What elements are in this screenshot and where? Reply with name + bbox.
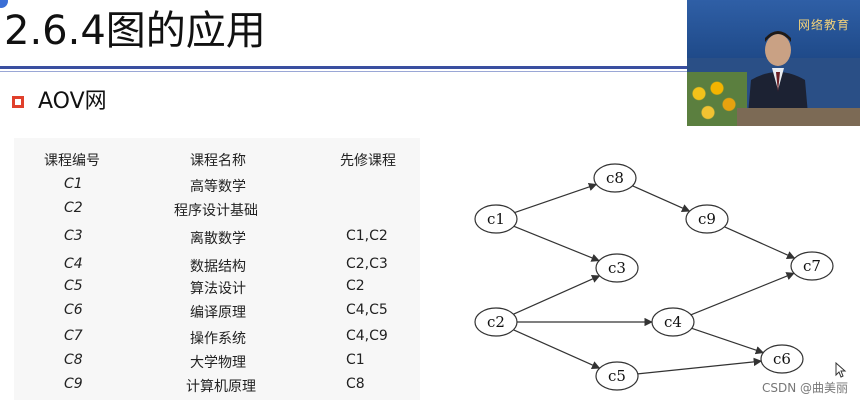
- node-c9: c9: [685, 204, 729, 234]
- course-code-cell: C1: [64, 176, 83, 192]
- mouse-cursor-icon: [835, 362, 847, 378]
- prerequisite-cell: C4,C9: [346, 328, 388, 344]
- course-name-cell: 离散数学: [190, 231, 246, 247]
- section-subtitle: AOV网: [38, 89, 107, 114]
- bullet-square-icon: [12, 96, 24, 108]
- edge-c5-c6: [637, 357, 763, 375]
- edge-c4-c7: [690, 272, 795, 316]
- header-course-name: 课程名称: [190, 153, 246, 169]
- course-code-cell: C5: [64, 278, 83, 294]
- node-ellipse: [651, 307, 695, 337]
- slide-corner-marker: [0, 0, 8, 8]
- node-c1: c1: [474, 204, 518, 234]
- node-ellipse: [474, 204, 518, 234]
- header-prerequisites: 先修课程: [340, 153, 396, 169]
- edge-c2-c3: [513, 275, 601, 315]
- edge-c9-c7: [724, 226, 796, 259]
- prerequisite-cell: C2: [346, 278, 365, 294]
- course-code-cell: C2: [64, 200, 83, 216]
- edge-c2-c5: [513, 329, 601, 369]
- edge-c4-c6: [691, 327, 765, 355]
- prerequisite-cell: C8: [346, 376, 365, 392]
- node-ellipse: [593, 163, 637, 193]
- node-ellipse: [595, 361, 639, 391]
- course-code-cell: C9: [64, 376, 83, 392]
- node-ellipse: [790, 251, 834, 281]
- node-ellipse: [595, 253, 639, 283]
- course-code-cell: C6: [64, 302, 83, 318]
- webcam-desk: [737, 108, 860, 126]
- node-label: c7: [803, 257, 821, 275]
- node-c2: c2: [474, 307, 518, 337]
- node-ellipse: [474, 307, 518, 337]
- course-code-cell: C8: [64, 352, 83, 368]
- node-label: c2: [487, 313, 505, 331]
- csdn-watermark: CSDN @曲美丽: [761, 381, 848, 395]
- title-divider: [0, 66, 690, 69]
- course-table-panel: [14, 138, 420, 400]
- node-label: c6: [773, 350, 791, 368]
- course-code-cell: C7: [64, 328, 83, 344]
- node-label: c3: [608, 259, 626, 277]
- node-ellipse: [685, 204, 729, 234]
- prerequisite-cell: C1: [346, 352, 365, 368]
- node-c5: c5: [595, 361, 639, 391]
- course-name-cell: 程序设计基础: [174, 203, 258, 219]
- node-c8: c8: [593, 163, 637, 193]
- course-name-cell: 数据结构: [190, 259, 246, 275]
- edge-c1-c8: [514, 182, 598, 214]
- title-divider-thin: [0, 71, 690, 72]
- edge-c1-c3: [513, 225, 600, 262]
- slide-title: 2.6.4图的应用: [4, 8, 266, 54]
- prerequisite-cell: C1,C2: [346, 228, 388, 244]
- node-c7: c7: [790, 251, 834, 281]
- node-c3: c3: [595, 253, 639, 283]
- node-ellipse: [760, 344, 804, 374]
- node-label: c1: [487, 210, 505, 228]
- course-name-cell: 高等数学: [190, 179, 246, 195]
- course-code-cell: C4: [64, 256, 83, 272]
- header-course-code: 课程编号: [44, 153, 100, 169]
- course-name-cell: 算法设计: [190, 281, 246, 297]
- node-c6: c6: [760, 344, 804, 374]
- node-label: c4: [664, 313, 682, 331]
- course-name-cell: 操作系统: [190, 331, 246, 347]
- node-label: c8: [606, 169, 624, 187]
- node-c4: c4: [651, 307, 695, 337]
- edge-c8-c9: [632, 185, 691, 212]
- course-name-cell: 编译原理: [190, 305, 246, 321]
- webcam-banner-text: 网络教育: [797, 18, 850, 32]
- course-code-cell: C3: [64, 228, 83, 244]
- instructor-webcam: 网络教育: [687, 0, 860, 126]
- prerequisite-cell: C4,C5: [346, 302, 388, 318]
- course-name-cell: 计算机原理: [186, 379, 256, 395]
- node-label: c5: [608, 367, 626, 385]
- prerequisite-cell: C2,C3: [346, 256, 388, 272]
- node-label: c9: [698, 210, 716, 228]
- course-name-cell: 大学物理: [190, 355, 246, 371]
